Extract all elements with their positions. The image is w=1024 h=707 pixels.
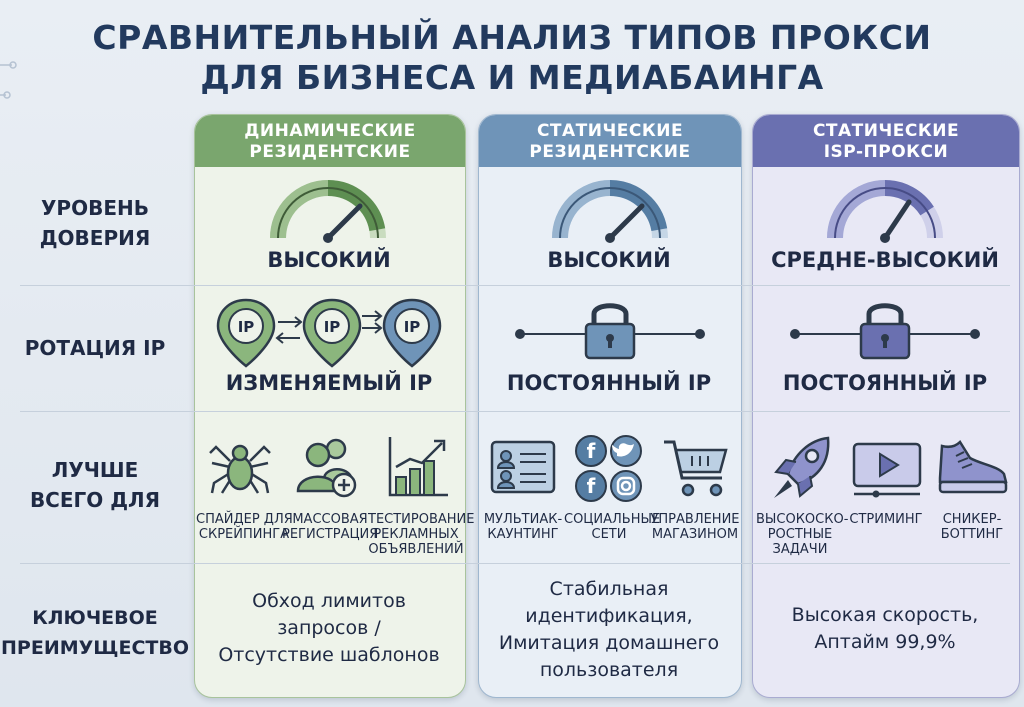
column-static-residential: СТАТИЧЕСКИЕ РЕЗИДЕНТСКИЕ [478,114,742,698]
use-case-label-line: ЗАДАЧИ [772,542,828,557]
column-dynamic-residential: ДИНАМИЧЕСКИЕ РЕЗИДЕНТСКИЕ [194,114,466,698]
row-label-line: ВСЕГО ДЛЯ [29,488,161,512]
users-add-icon [296,438,357,498]
ip-rotation-icon: IP IP IP [216,298,442,368]
gauge-icon [270,180,386,243]
column-header-line: СТАТИЧЕСКИЕ [812,121,960,141]
ip-badge: IP [238,318,255,336]
use-case-label: МАССОВАЯ РЕГИСТРАЦИЯ [282,512,378,542]
use-case-label: ВЫСОКОСКО- РОСТНЫЕ ЗАДАЧИ [756,512,849,557]
bar-chart-icon [388,437,448,497]
use-case-label-line: МАГАЗИНОМ [651,527,739,542]
trust-level-label: ВЫСОКИЙ [547,248,671,272]
ip-mode-label: ИЗМЕНЯЕМЫЙ IP [225,371,433,395]
decorative-network-icon [0,61,17,99]
use-case-label: СОЦИАЛЬНЫЕ СЕТИ [564,512,661,542]
title-line-1: СРАВНИТЕЛЬНЫЙ АНАЛИЗ ТИПОВ ПРОКСИ [92,18,932,57]
advantage-line: Отсутствие шаблонов [218,644,440,666]
use-case-label: ТЕСТИРОВАНИЕ РЕКЛАМНЫХ ОБЪЯВЛЕНИЙ [368,512,475,557]
row-label-line: УРОВЕНЬ [41,196,149,220]
row-divider [20,285,1010,286]
spider-icon [209,444,271,494]
row-label-line: КЛЮЧЕВОЕ [32,607,158,629]
use-case-label: УПРАВЛЕНИЕ МАГАЗИНОМ [650,512,740,542]
ip-badge: IP [324,318,341,336]
advantage-line: запросов / [277,617,381,639]
column-header: СТАТИЧЕСКИЕ ISP-ПРОКСИ [753,115,1019,167]
use-case-label-line: КАУНТИНГ [487,527,559,542]
column-header-line: РЕЗИДЕНТСКИЕ [249,142,411,162]
gauge-icon [552,180,668,243]
advantage-line: пользователя [539,659,679,681]
use-case-label-line: МАССОВАЯ [292,512,368,527]
title-line-2: ДЛЯ БИЗНЕСА И МЕДИАБАИНГА [200,58,824,97]
advantage-line: Стабильная [549,578,669,600]
column-header: СТАТИЧЕСКИЕ РЕЗИДЕНТСКИЕ [479,115,741,167]
row-label-rotation: РОТАЦИЯ IP [0,333,190,363]
advantage-line: Высокая скорость, [791,604,979,626]
use-case-label-line: СОЦИАЛЬНЫЕ [564,512,661,527]
use-case-label-line: СКРЕЙПИНГА [198,527,290,542]
use-case-label-line: РЕКЛАМНЫХ [373,527,459,542]
use-case-label: СТРИМИНГ [842,512,930,527]
advantage-line: Имитация домашнего [498,632,720,654]
svg-text:f: f [587,474,596,498]
row-label-line: ЛУЧШЕ [51,458,139,482]
shopping-cart-icon [664,440,728,497]
use-case-label: СНИКЕР- БОТТИНГ [928,512,1016,542]
ip-mode-label: ПОСТОЯННЫЙ IP [782,371,988,395]
page-title: СРАВНИТЕЛЬНЫЙ АНАЛИЗ ТИПОВ ПРОКСИ ДЛЯ БИ… [0,18,1024,98]
row-label-line: РОТАЦИЯ IP [24,336,166,360]
advantage-line: Аптайм 99,9% [814,631,956,653]
use-case-label-line: БОТТИНГ [940,527,1004,542]
video-play-icon [852,442,922,498]
column-header-line: ISP-ПРОКСИ [823,142,949,162]
column-static-isp: СТАТИЧЕСКИЕ ISP-ПРОКСИ [752,114,1020,698]
lock-icon [790,303,980,360]
row-divider [20,411,1010,412]
advantage-text: Обход лимитов запросов / Отсутствие шабл… [194,588,464,669]
use-case-label-line: ТЕСТИРОВАНИЕ [368,512,475,527]
use-case-label-line: СНИКЕР- [942,512,1002,527]
use-case-label-line: РОСТНЫЕ [767,527,833,542]
column-header-line: РЕЗИДЕНТСКИЕ [529,142,691,162]
use-case-label-line: УПРАВЛЕНИЕ [650,512,740,527]
rocket-icon [774,436,830,498]
use-case-label-line: РЕГИСТРАЦИЯ [282,527,379,542]
use-case-label: МУЛЬТИАК- КАУНТИНГ [478,512,568,542]
ip-badge: IP [404,318,421,336]
trust-level-label: СРЕДНЕ-ВЫСОКИЙ [771,248,999,272]
use-case-label-line: СТРИМИНГ [849,512,923,527]
social-icons: f f [575,435,642,502]
use-case-label-line: ВЫСОКОСКО- [756,512,849,527]
advantage-text: Стабильная идентификация, Имитация домаш… [478,576,740,684]
sneaker-icon [938,440,1008,494]
advantage-text: Высокая скорость, Аптайм 99,9% [752,602,1018,656]
advantage-line: Обход лимитов [252,590,406,612]
row-label-trust: УРОВЕНЬ ДОВЕРИЯ [0,193,190,253]
id-card-icon [490,440,556,494]
use-case-label: СПАЙДЕР ДЛЯ СКРЕЙПИНГА [196,512,293,542]
column-header: ДИНАМИЧЕСКИЕ РЕЗИДЕНТСКИЕ [195,115,465,167]
row-divider [20,563,1010,564]
use-case-label-line: МУЛЬТИАК- [483,512,563,527]
row-label-best: ЛУЧШЕ ВСЕГО ДЛЯ [0,455,190,515]
advantage-line: идентификация, [525,605,693,627]
svg-text:f: f [587,439,596,463]
column-header-line: ДИНАМИЧЕСКИЕ [244,121,416,141]
use-case-label-line: СПАЙДЕР ДЛЯ [196,512,293,527]
row-label-line: ДОВЕРИЯ [39,226,151,250]
use-case-label-line: СЕТИ [591,527,627,542]
trust-level-label: ВЫСОКИЙ [267,248,391,272]
lock-icon [515,303,705,360]
gauge-icon [827,180,943,243]
column-header-line: СТАТИЧЕСКИЕ [536,121,684,141]
use-case-label-line: ОБЪЯВЛЕНИЙ [368,542,464,557]
ip-mode-label: ПОСТОЯННЫЙ IP [506,371,712,395]
row-label-advantage: КЛЮЧЕВОЕ ПРЕИМУЩЕСТВО [0,603,190,663]
row-label-line: ПРЕИМУЩЕСТВО [1,637,189,659]
